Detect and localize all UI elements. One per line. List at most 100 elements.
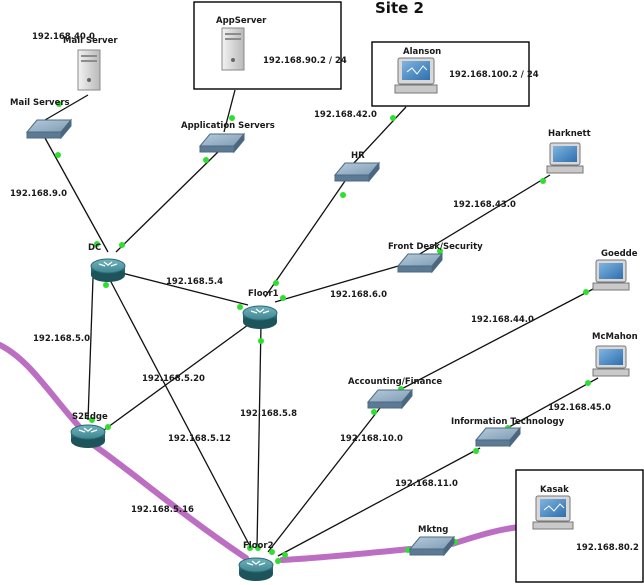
endpoint-dot [89, 417, 95, 423]
endpoint-dot [340, 192, 346, 198]
endpoint-dot [280, 295, 286, 301]
front-desk-switch-label: Front Desk/Security [388, 242, 483, 252]
wan-link-floor2-mktng[interactable] [279, 546, 413, 563]
wan-link-s2edge-floor2[interactable] [89, 441, 249, 561]
link-dc-floor1[interactable] [117, 271, 249, 306]
harknett-workstation[interactable] [546, 142, 584, 174]
subnet-label-43: 192.168.43.0 [453, 200, 516, 210]
endpoint-dot [258, 338, 264, 344]
app-server[interactable] [221, 27, 245, 71]
endpoint-dot [473, 448, 479, 454]
links [44, 89, 599, 557]
wan-links [0, 342, 523, 563]
switch-front-desk-security[interactable] [396, 252, 444, 274]
link-goedde-accounting[interactable] [389, 287, 596, 396]
endpoint-dot [119, 242, 125, 248]
endpoint-dot [437, 248, 443, 254]
link-it-floor2[interactable] [277, 447, 481, 557]
link-mailswitch-dc[interactable] [44, 137, 109, 253]
link-mcmahon-it[interactable] [499, 377, 599, 433]
link-floor1-floor2[interactable] [256, 323, 262, 549]
application-servers-switch-label: Application Servers [181, 121, 275, 131]
router-floor2[interactable] [238, 557, 274, 581]
goedde-label: Goedde [601, 249, 638, 259]
subnet-label-5-20: 192.168.5.20 [142, 374, 205, 384]
subnet-label-5-8: 192.168.5.8 [240, 409, 297, 419]
subnet-label-10: 192.168.10.0 [340, 434, 403, 444]
endpoint-dot [247, 545, 253, 551]
mail-servers-switch-label: Mail Servers [10, 98, 70, 108]
endpoint-dot [55, 152, 61, 158]
switch-application-servers[interactable] [198, 132, 246, 154]
endpoint-dot [255, 545, 261, 551]
endpoint-dot [540, 178, 546, 184]
mail-server[interactable] [77, 49, 101, 91]
subnet-label-42: 192.168.42.0 [314, 110, 377, 120]
app-server-ip-label: 192.168.90.2 / 24 [263, 56, 347, 66]
endpoint-dot [56, 101, 62, 107]
wan-link-mktng-kasak[interactable] [449, 524, 523, 547]
switch-hr[interactable] [333, 161, 381, 183]
link-accounting-floor2[interactable] [267, 407, 381, 553]
endpoint-dot [269, 549, 275, 555]
link-appserver-appswitch[interactable] [223, 89, 236, 133]
harknett-label: Harknett [548, 129, 591, 139]
subnet-label-5-16: 192.168.5.16 [131, 505, 194, 515]
link-harknett-frontdesk[interactable] [417, 174, 551, 256]
diagram-title: Site 2 [375, 0, 424, 17]
link-appswitch-dc[interactable] [115, 149, 221, 253]
kasak-ip-label: 192.168.80.2 [576, 543, 639, 553]
mcmahon-workstation[interactable] [592, 345, 630, 377]
subnet-label-5-4: 192.168.5.4 [166, 277, 223, 287]
link-mailserver-mailswitch[interactable] [44, 94, 89, 121]
link-dc-floor2[interactable] [109, 279, 253, 551]
router-dc[interactable] [90, 258, 126, 282]
alanson-ip-label: 192.168.100.2 / 24 [449, 70, 539, 80]
app-server-frame [193, 1, 342, 90]
kasak-workstation[interactable] [532, 495, 574, 530]
router-floor1[interactable] [242, 305, 278, 329]
subnet-label-9: 192.168.9.0 [10, 189, 67, 199]
router-s2edge[interactable] [70, 424, 106, 448]
subnet-label-44: 192.168.44.0 [471, 315, 534, 325]
subnet-label-5-0: 192.168.5.0 [33, 334, 90, 344]
switch-mail-servers[interactable] [25, 118, 73, 140]
hr-switch-label: HR [351, 151, 365, 161]
alanson-label: Alanson [403, 47, 441, 57]
subnet-label-45: 192.168.45.0 [548, 403, 611, 413]
link-hr-floor1[interactable] [264, 180, 346, 298]
floor1-router-label: Floor1 [248, 289, 279, 299]
subnet-label-5-12: 192.168.5.12 [168, 434, 231, 444]
endpoint-dot [275, 558, 281, 564]
mail-server-label: Mail Server [63, 36, 118, 46]
floor2-router-label: Floor2 [243, 541, 274, 551]
accounting-switch-label: Accounting/Finance [348, 377, 442, 387]
endpoint-dot [229, 115, 235, 121]
switch-mktng[interactable] [408, 535, 456, 557]
endpoint-dot [273, 280, 279, 286]
goedde-workstation[interactable] [592, 259, 630, 291]
switch-information-technology[interactable] [474, 426, 522, 448]
link-alanson-hr[interactable] [352, 106, 407, 165]
switch-accounting-finance[interactable] [366, 388, 414, 410]
link-dc-s2edge[interactable] [87, 277, 94, 421]
link-frontdesk-floor1[interactable] [274, 263, 406, 303]
endpoint-dot [583, 289, 589, 295]
dc-router-label: DC [88, 243, 101, 253]
app-server-label: AppServer [216, 16, 267, 26]
alanson-workstation[interactable] [394, 57, 438, 94]
endpoint-dot [390, 115, 396, 121]
endpoint-dot [282, 552, 288, 558]
endpoint-dot [103, 282, 109, 288]
link-floor1-s2edge[interactable] [103, 321, 253, 431]
endpoint-dot [105, 424, 111, 430]
it-switch-label: Information Technology [451, 417, 565, 427]
s2edge-router-label: S2Edge [72, 412, 108, 422]
endpoint-dot [94, 241, 100, 247]
subnet-label-11: 192.168.11.0 [395, 479, 458, 489]
mcmahon-label: McMahon [592, 332, 638, 342]
endpoint-dot [203, 157, 209, 163]
wan-link-s2edge-west[interactable] [0, 342, 87, 435]
kasak-frame [515, 469, 644, 583]
